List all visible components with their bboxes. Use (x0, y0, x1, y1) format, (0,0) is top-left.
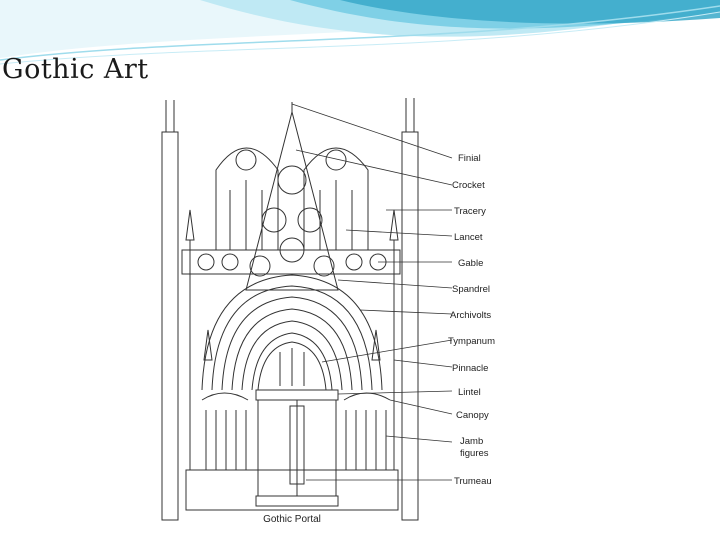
label-canopy: Canopy (456, 410, 489, 421)
slide-title: Gothic Art (2, 54, 149, 85)
label-pinnacle: Pinnacle (452, 363, 488, 374)
label-lintel: Lintel (458, 387, 481, 398)
diagram-caption: Gothic Portal (263, 514, 321, 525)
label-crocket: Crocket (452, 180, 485, 191)
label-tracery: Tracery (454, 206, 486, 217)
label-spandrel: Spandrel (452, 284, 490, 295)
label-archivolts: Archivolts (450, 310, 491, 321)
label-finial: Finial (458, 153, 481, 164)
label-gable: Gable (458, 258, 483, 269)
label-tympanum: Tympanum (448, 336, 495, 347)
label-lancet: Lancet (454, 232, 483, 243)
label-jamb-figures-line2: figures (460, 448, 489, 459)
gothic-portal-diagram: Finial Crocket Tracery Lancet Gable Span… (146, 90, 516, 540)
label-trumeau: Trumeau (454, 476, 492, 487)
label-jamb-figures-line1: Jamb (460, 436, 483, 447)
